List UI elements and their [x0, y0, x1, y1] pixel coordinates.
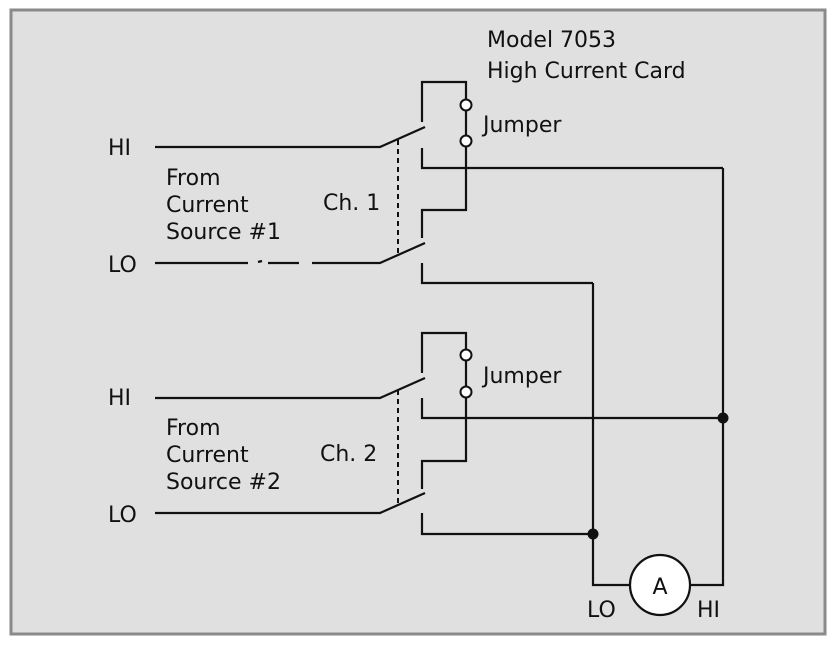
ammeter-lo-label: LO	[587, 598, 616, 623]
channel-1: HI LO From Current Source #1 Ch. 1 Jumpe…	[108, 80, 723, 285]
channel-2: HI LO From Current Source #2 Ch. 2 Jumpe…	[108, 331, 723, 536]
ammeter-icon	[628, 553, 692, 617]
ch2-channel-label: Ch. 2	[320, 442, 377, 467]
ch1-lo-switch	[312, 241, 426, 265]
ch1-hi-upper-contact	[420, 80, 468, 122]
ch2-lo-label: LO	[108, 503, 137, 528]
ammeter-hi-label: HI	[697, 598, 720, 623]
ch1-hi-label: HI	[108, 136, 131, 161]
ammeter-symbol: A	[652, 575, 667, 600]
ch2-jumper-label: Jumper	[481, 364, 562, 389]
ch1-source-line3: Source #1	[166, 220, 281, 245]
ch1-source-line1: From	[166, 166, 221, 191]
ch1-jumper-label: Jumper	[481, 113, 562, 138]
ch1-lo-output	[420, 263, 593, 285]
ch2-source-line1: From	[166, 416, 221, 441]
ch1-jumper-terminal-bottom	[459, 134, 473, 148]
ch1-source-line2: Current	[166, 193, 249, 218]
card-title-model: Model 7053	[487, 28, 616, 53]
ch1-lo-wire-fragment	[257, 259, 263, 264]
ch1-hi-output	[420, 148, 723, 170]
ch1-lo-label: LO	[108, 253, 137, 278]
diagram-frame	[9, 8, 827, 636]
lo-junction-dot	[587, 528, 599, 540]
ch2-jumper-terminal-bottom	[459, 385, 473, 399]
hi-junction-dot	[717, 412, 729, 424]
ch1-hi-wire	[155, 125, 426, 149]
card-title-name: High Current Card	[487, 59, 686, 84]
ch1-jumper-terminal-top	[459, 98, 473, 112]
ammeter-circuit: A LO HI	[587, 168, 729, 623]
ch2-hi-wire	[155, 376, 426, 400]
ch2-lo-wire	[155, 491, 426, 515]
ch1-lo-upper-contact	[420, 141, 468, 238]
ch2-hi-upper-contact	[420, 331, 468, 373]
ch2-source-line3: Source #2	[166, 470, 281, 495]
hi-bus-wire	[690, 168, 725, 587]
ch2-hi-output	[420, 398, 723, 420]
ch2-lo-output	[420, 513, 593, 536]
lo-bus-wire	[591, 283, 630, 587]
ch2-source-line2: Current	[166, 443, 249, 468]
ch2-lo-upper-contact	[420, 392, 468, 489]
ch1-channel-label: Ch. 1	[323, 191, 380, 216]
ch2-hi-label: HI	[108, 386, 131, 411]
ch2-jumper-terminal-top	[459, 348, 473, 362]
